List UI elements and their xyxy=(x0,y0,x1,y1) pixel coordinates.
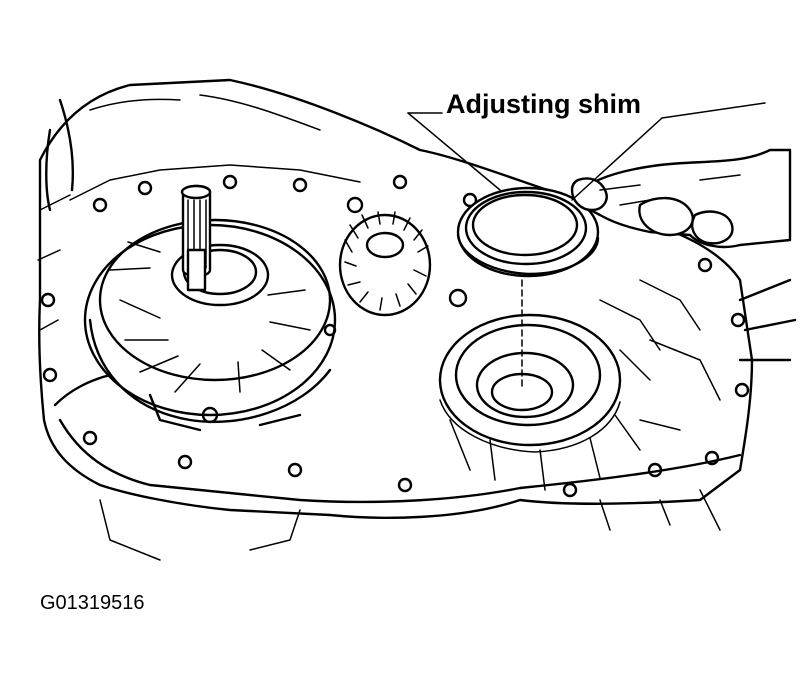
figure-id: G01319516 xyxy=(40,592,145,614)
adjusting-shim xyxy=(456,186,600,278)
differential-gear xyxy=(338,211,432,317)
flange-bolt-holes xyxy=(40,174,750,498)
callout-leader xyxy=(407,102,766,201)
oil-pump-assembly xyxy=(83,218,337,432)
callout-label: Adjusting shim xyxy=(446,89,641,119)
input-shaft xyxy=(180,184,212,292)
transaxle-case xyxy=(37,78,797,561)
hand xyxy=(570,148,792,249)
bearing-bore xyxy=(438,279,721,491)
